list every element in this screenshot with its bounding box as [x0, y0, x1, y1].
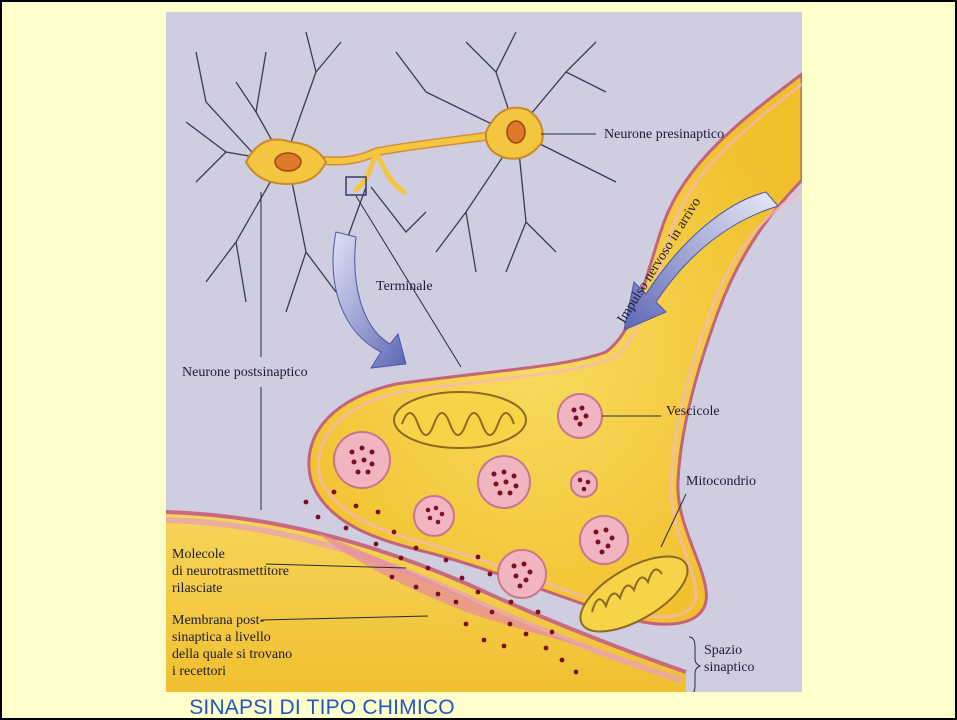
mitochondrion-upper — [394, 392, 526, 448]
terminal-label: Terminale — [376, 278, 433, 295]
postsynaptic-membrane-label: Membrana post- sinaptica a livello della… — [172, 612, 292, 680]
vesicle — [334, 432, 390, 488]
vesicle — [580, 516, 628, 564]
presynaptic-neuron-label: Neurone presinaptico — [604, 126, 724, 143]
vesicle — [414, 496, 454, 536]
mitochondrion-label: Mitocondrio — [686, 473, 756, 490]
vesicles-label: Vescicole — [666, 403, 720, 420]
vesicle — [478, 456, 530, 508]
neurotransmitter-molecules-label: Molecole di neurotrasmettitore rilasciat… — [172, 546, 289, 597]
vesicle — [558, 394, 602, 438]
synaptic-space-label: Spazio sinaptico — [704, 642, 755, 676]
vesicle — [571, 471, 597, 497]
synapse-figure: Impulso nervoso in arrivo Neurone presin… — [166, 12, 802, 692]
vesicle — [498, 550, 546, 598]
slide-caption: SINAPSI DI TIPO CHIMICO — [2, 696, 642, 720]
postsynaptic-neuron-label: Neurone postsinaptico — [182, 364, 308, 381]
